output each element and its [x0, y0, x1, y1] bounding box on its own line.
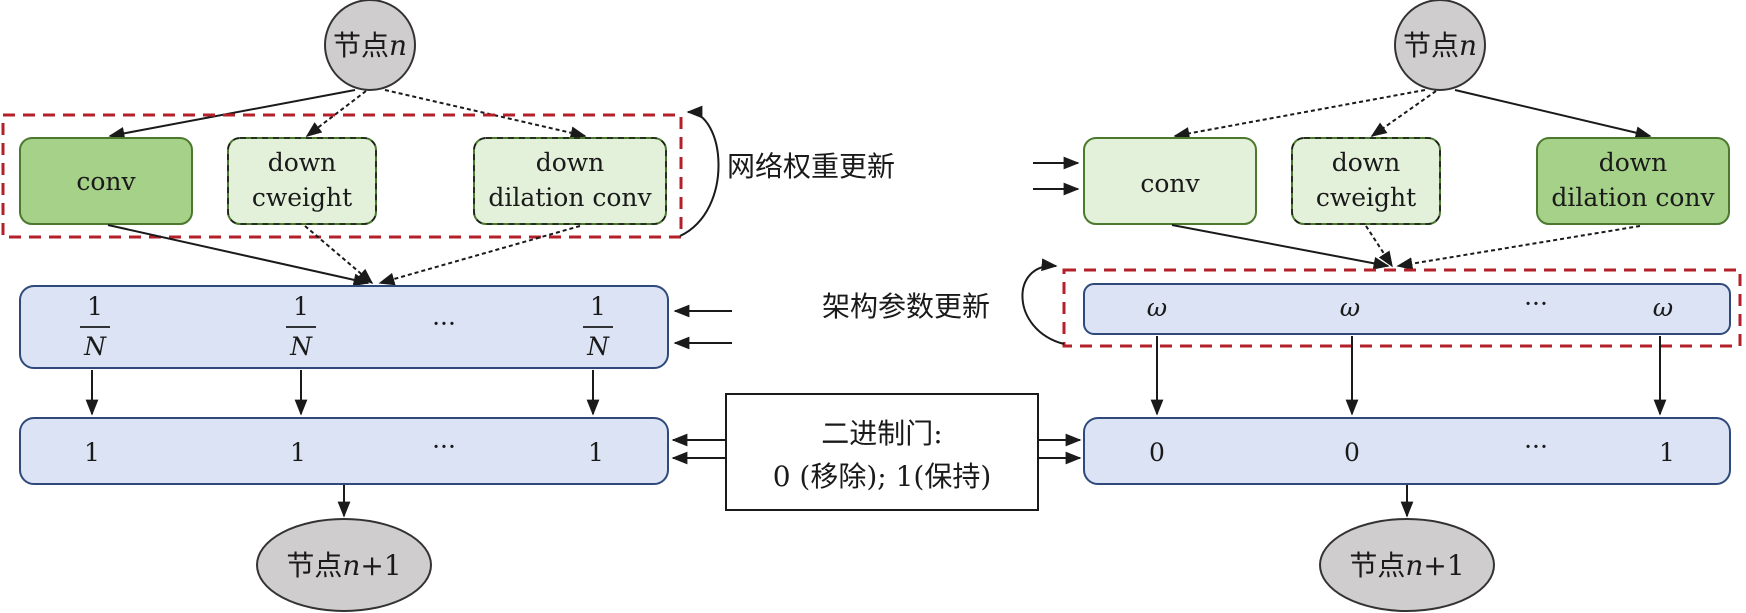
right-op-cweight-line2: cweight [1316, 183, 1416, 212]
left-node-top-var: n [389, 29, 407, 62]
right-op-cweight-line1: down [1332, 148, 1401, 177]
left-op-dilation: down dilation conv [473, 137, 667, 225]
left-weight-1-num: 1 [87, 292, 103, 321]
right-weights-row: ω ω ··· ω [1083, 283, 1731, 335]
left-op-cweight-line2: cweight [252, 183, 352, 212]
right-node-bottom-prefix: 节点 [1349, 549, 1405, 582]
right-node-top-var: n [1459, 29, 1477, 62]
binary-gate-line2: 0 (移除); 1(保持) [773, 460, 992, 493]
left-gate-1: 1 [84, 438, 100, 467]
left-weight-1-den: N [83, 332, 107, 361]
left-weight-2-num: 1 [293, 292, 309, 321]
left-node-bottom-var: n [342, 549, 360, 582]
left-node-bottom-suffix: +1 [360, 549, 401, 582]
left-weight-2-den: N [289, 332, 313, 361]
left-update-loop [679, 105, 720, 237]
right-op-conv-label: conv [1140, 169, 1200, 198]
binary-gate-box: 二进制门: 0 (移除); 1(保持) [725, 393, 1039, 511]
left-op-cweight-line1: down [268, 148, 337, 177]
left-panel: 节点n conv down cweight down dilation conv… [1, 0, 895, 612]
left-op-dilation-line1: down [536, 148, 605, 177]
right-op-conv: conv [1083, 137, 1257, 225]
svg-text:节点n: 节点n [333, 29, 407, 62]
left-weight-ellipsis: ··· [432, 309, 456, 338]
right-edge-cweight-weights [1365, 225, 1393, 268]
right-gates-row: 0 0 ··· 1 [1083, 417, 1731, 485]
left-edge-node-conv [108, 89, 356, 140]
left-edge-node-dilation [384, 89, 587, 140]
left-weights-row: 1 N 1 N ··· 1 N [19, 285, 669, 369]
right-node-bottom-suffix: +1 [1423, 549, 1464, 582]
right-gate-1: 0 [1149, 438, 1165, 467]
right-edge-node-conv [1173, 89, 1426, 140]
right-weight-ellipsis: ··· [1524, 289, 1548, 318]
left-gates-row: 1 1 ··· 1 [19, 417, 669, 485]
left-weight-3: 1 N [583, 292, 613, 361]
right-node-top-prefix: 节点 [1403, 29, 1459, 62]
left-edge-conv-weights [107, 224, 370, 287]
right-op-dilation-line2: dilation conv [1551, 183, 1715, 212]
left-op-conv-label: conv [76, 167, 136, 196]
left-update-label: 网络权重更新 [727, 150, 895, 183]
right-update-label: 架构参数更新 [822, 290, 990, 323]
left-op-dilation-line2: dilation conv [488, 183, 652, 212]
left-node-top-prefix: 节点 [333, 29, 389, 62]
right-edge-dilation-weights [1396, 225, 1641, 270]
right-update-loop [1021, 258, 1065, 345]
svg-text:节点n+1: 节点n+1 [1349, 549, 1464, 582]
right-gate-2: 0 [1344, 438, 1360, 467]
right-op-cweight: down cweight [1291, 137, 1441, 225]
right-node-top: 节点n [1394, 0, 1486, 91]
right-weight-2: ω [1340, 293, 1360, 322]
left-edge-cweight-weights [304, 225, 374, 285]
left-gate-2: 1 [290, 438, 306, 467]
right-weight-1: ω [1147, 293, 1167, 322]
left-weight-3-num: 1 [590, 292, 606, 321]
right-edge-node-cweight [1370, 90, 1437, 137]
left-gate-3: 1 [588, 438, 604, 467]
right-gate-3: 1 [1659, 438, 1675, 467]
left-op-cweight: down cweight [227, 137, 377, 225]
right-gate-ellipsis: ··· [1524, 432, 1548, 461]
svg-text:节点n: 节点n [1403, 29, 1477, 62]
right-node-bottom: 节点n+1 [1319, 518, 1495, 612]
left-node-top: 节点n [324, 0, 416, 91]
right-op-dilation-line1: down [1599, 148, 1668, 177]
left-weight-3-den: N [586, 332, 610, 361]
right-edge-conv-weights [1171, 224, 1390, 270]
left-node-bottom-prefix: 节点 [286, 549, 342, 582]
right-node-bottom-var: n [1405, 549, 1423, 582]
svg-text:节点n+1: 节点n+1 [286, 549, 401, 582]
left-weight-1: 1 N [80, 292, 110, 361]
left-op-conv: conv [19, 137, 193, 225]
right-edge-node-dilation [1454, 89, 1652, 139]
left-gate-ellipsis: ··· [432, 432, 456, 461]
right-panel: 节点n conv down cweight down dilation conv [822, 0, 1742, 612]
left-weight-2: 1 N [286, 292, 316, 361]
left-edge-node-cweight [305, 90, 367, 137]
right-op-dilation: down dilation conv [1536, 137, 1730, 225]
left-node-bottom: 节点n+1 [256, 518, 432, 612]
left-edge-dilation-weights [378, 225, 581, 286]
binary-gate-line1: 二进制门: [821, 417, 942, 450]
right-weight-3: ω [1653, 293, 1673, 322]
right-weights-highlight [1062, 268, 1742, 348]
